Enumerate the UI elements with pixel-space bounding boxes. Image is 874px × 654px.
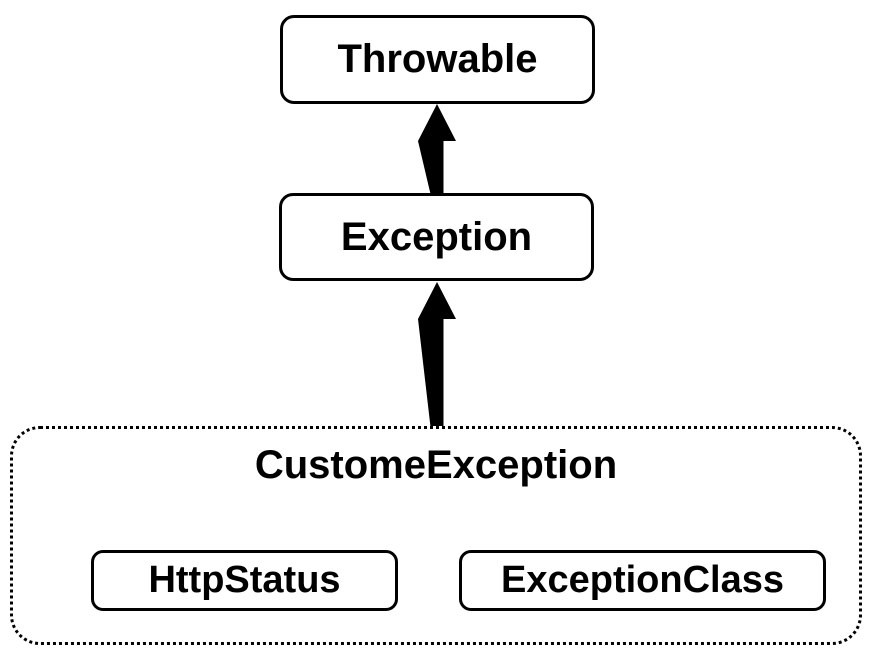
group-custom-exception: CustomeException HttpStatus ExceptionCla… [10,426,862,645]
group-custom-exception-label: CustomeException [254,443,618,487]
node-throwable: Throwable [280,15,595,104]
inheritance-arrow-customexception-to-exception [418,282,456,427]
node-exception: Exception [279,193,594,281]
node-exception-class: ExceptionClass [459,550,826,611]
inheritance-arrow-exception-to-throwable [418,104,456,194]
node-throwable-label: Throwable [337,37,538,81]
node-http-status: HttpStatus [91,550,398,611]
node-exception-label: Exception [340,214,533,259]
node-http-status-label: HttpStatus [148,559,341,601]
node-exception-class-label: ExceptionClass [501,559,784,601]
